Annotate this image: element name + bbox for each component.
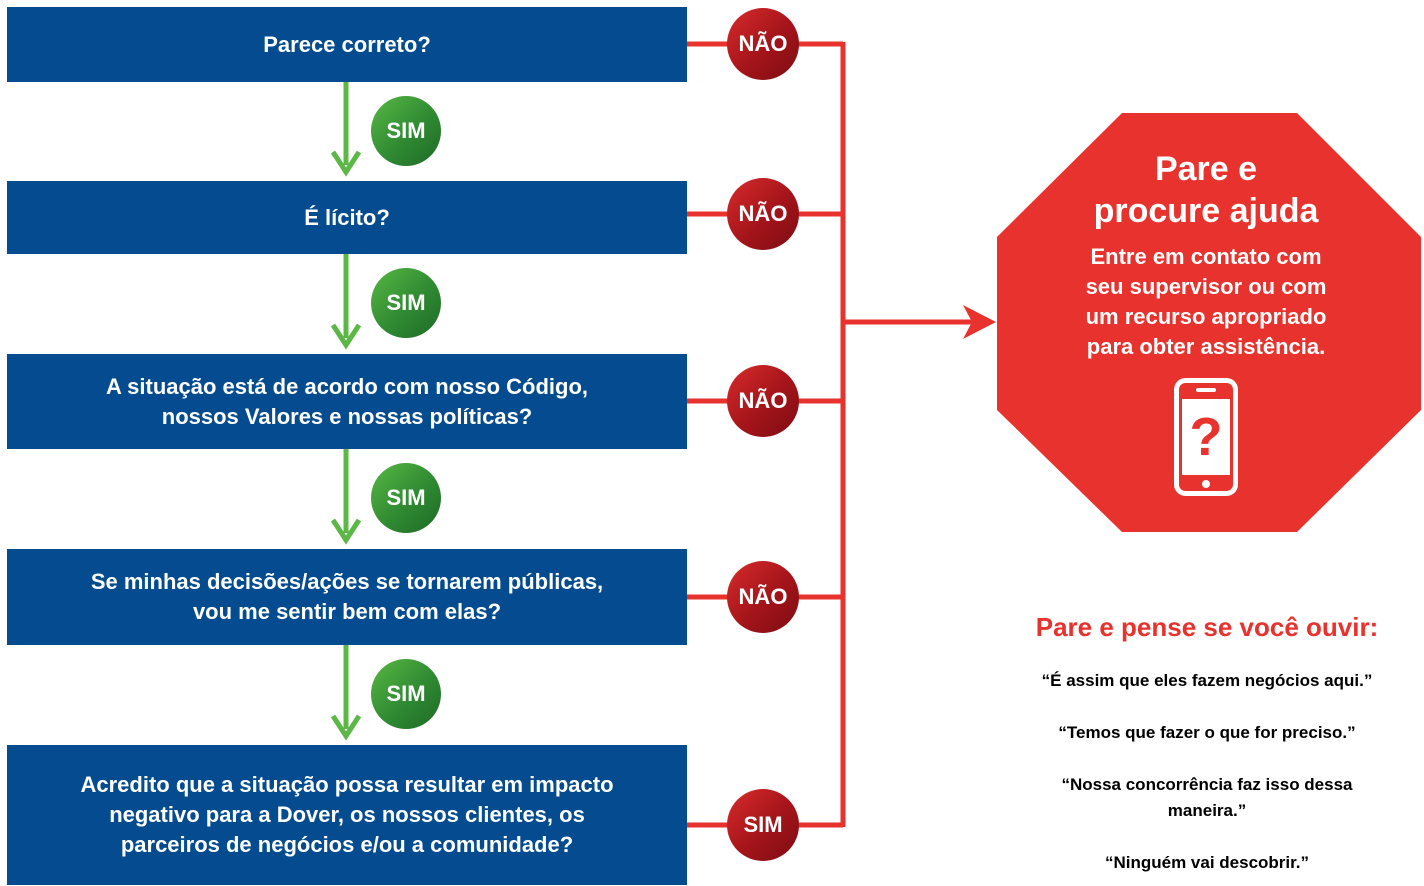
yes-badge-1: SIM — [371, 96, 441, 166]
yes-arrow-3 — [330, 449, 362, 545]
quote-4: “Ninguém vai descobrir.” — [1104, 853, 1310, 872]
yes-badge-4: SIM — [371, 659, 441, 729]
question-box-4: Se minhas decisões/ações se tornarem púb… — [7, 549, 687, 645]
yes-arrow-4 — [330, 645, 362, 741]
phone-question-icon: ? — [1174, 378, 1238, 496]
stop-arrow-head — [963, 305, 996, 339]
yes-arrow-2 — [330, 254, 362, 350]
question-box-3: A situação está de acordo com nosso Códi… — [7, 354, 687, 449]
no-badge-4: NÃO — [727, 561, 799, 633]
stop-sign-octagon — [997, 113, 1421, 532]
no-badge-1: NÃO — [727, 8, 799, 80]
stop-sign-body: Entre em contato com seu supervisor ou c… — [1085, 244, 1327, 359]
think-title: Pare e pense se você ouvir: — [1035, 612, 1379, 642]
svg-text:?: ? — [1190, 407, 1223, 467]
yes-badge-2: SIM — [371, 268, 441, 338]
quote-1: “É assim que eles fazem negócios aqui.” — [1041, 671, 1373, 690]
no-badge-3: NÃO — [727, 365, 799, 437]
question-box-2: É lícito? — [7, 181, 687, 254]
yes-badge-red: SIM — [727, 789, 799, 861]
yes-arrow-1 — [330, 82, 362, 177]
stop-sign-title: Pare e procure ajuda — [1093, 150, 1319, 230]
yes-badge-3: SIM — [371, 463, 441, 533]
question-box-1: Parece correto? — [7, 7, 687, 82]
question-box-5: Acredito que a situação possa resultar e… — [7, 745, 687, 885]
quote-3: “Nossa concorrência faz isso dessa manei… — [1061, 775, 1353, 820]
quote-2: “Temos que fazer o que for preciso.” — [1058, 723, 1356, 742]
no-badge-2: NÃO — [727, 178, 799, 250]
